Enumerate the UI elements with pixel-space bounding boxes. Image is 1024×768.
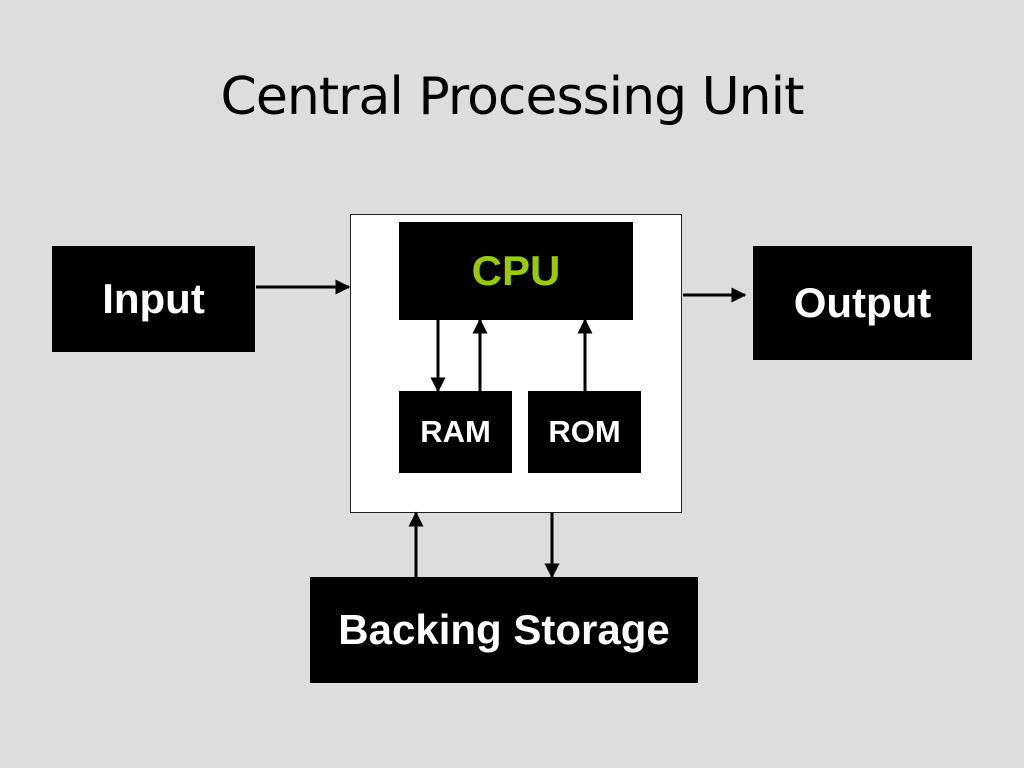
cpu-node: CPU xyxy=(399,222,633,320)
backing-storage-node: Backing Storage xyxy=(310,577,698,683)
output-node: Output xyxy=(753,246,972,360)
page-title: Central Processing Unit xyxy=(220,67,805,127)
input-node: Input xyxy=(52,246,255,352)
rom-node: ROM xyxy=(528,391,641,473)
ram-node: RAM xyxy=(399,391,512,473)
